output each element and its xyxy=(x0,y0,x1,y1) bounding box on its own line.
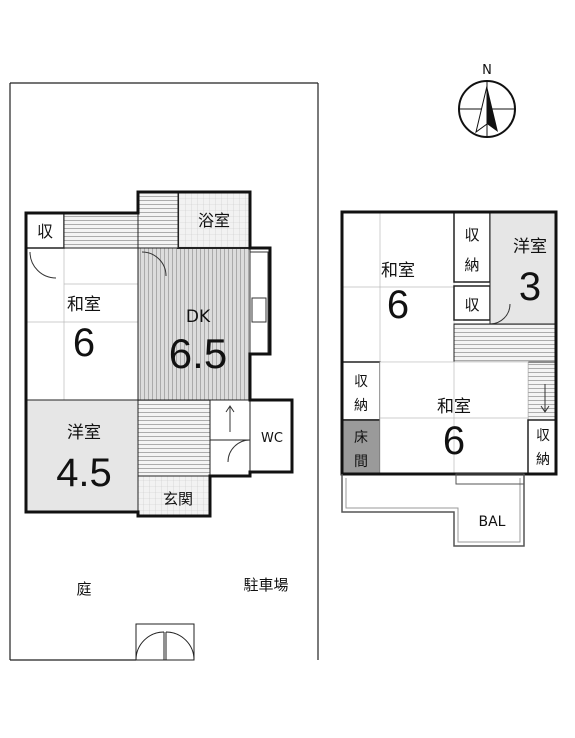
upper-floor xyxy=(340,210,558,547)
ground-bath-label: 浴室 xyxy=(198,211,230,230)
ground-floor xyxy=(24,190,294,518)
ground-western-room-size: 4.5 xyxy=(56,451,112,495)
upper-closet-small-label: 収 xyxy=(464,296,479,314)
garden-label: 庭 xyxy=(76,580,91,598)
upper-balcony-label: BAL xyxy=(479,514,506,530)
ground-entrance-label: 玄関 xyxy=(163,490,193,508)
upper-closet-left-line2: 納 xyxy=(354,398,368,414)
ground-wc-label: WC xyxy=(261,431,283,446)
compass-icon xyxy=(458,80,516,138)
ground-western-room-label: 洋室 xyxy=(67,423,101,443)
upper-closet-right-line2: 納 xyxy=(536,452,550,468)
ground-western-room xyxy=(25,399,139,513)
upper-closet-right-line1: 収 xyxy=(536,428,550,444)
ground-dk-label: DK xyxy=(186,307,211,327)
parking-label: 駐車場 xyxy=(243,576,288,594)
ground-japanese-room-label: 和室 xyxy=(67,295,101,315)
ground-storage-label: 収 xyxy=(37,222,53,241)
upper-closet-top-line1: 収 xyxy=(464,226,479,244)
upper-closet-top-line2: 納 xyxy=(464,256,479,274)
upper-western-room xyxy=(489,211,557,325)
upper-tokonoma-line1: 床 xyxy=(354,430,368,446)
upper-japanese-room-b-size: 6 xyxy=(443,419,465,463)
lot-boundary xyxy=(9,82,319,661)
upper-japanese-room-b-label: 和室 xyxy=(437,397,471,417)
ground-japanese-room xyxy=(25,247,139,401)
upper-western-room-size: 3 xyxy=(519,265,541,309)
upper-closet-small xyxy=(453,285,491,321)
compass-north-label: N xyxy=(482,63,492,78)
upper-western-room-label: 洋室 xyxy=(513,237,547,257)
gate-doors xyxy=(135,623,195,661)
upper-tokonoma-line2: 間 xyxy=(354,454,368,470)
upper-balcony xyxy=(341,474,525,547)
upper-japanese-room-a-label: 和室 xyxy=(381,261,415,281)
ground-entrance xyxy=(137,475,211,517)
upper-closet-left-line1: 収 xyxy=(354,374,368,390)
ground-dk-size: 6.5 xyxy=(169,330,227,377)
upper-japanese-room-a-size: 6 xyxy=(387,283,409,327)
ground-japanese-room-size: 6 xyxy=(73,321,95,365)
